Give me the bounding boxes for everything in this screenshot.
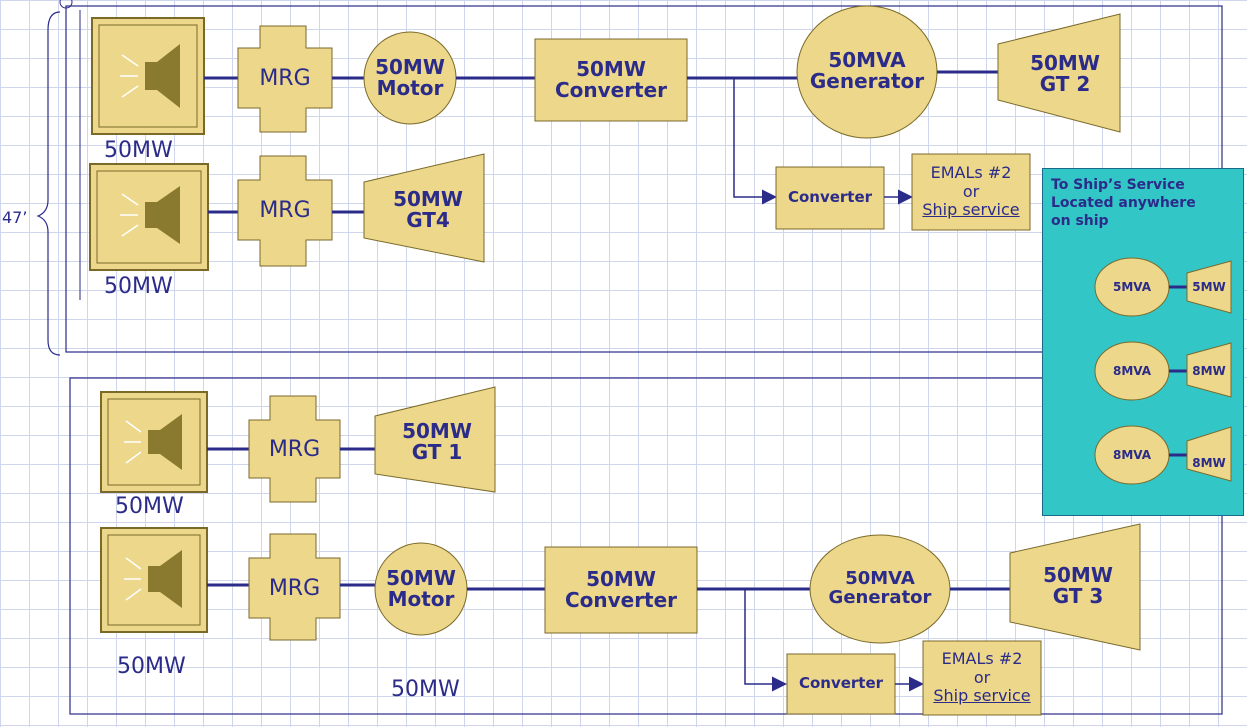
branch-arrow xyxy=(744,589,787,692)
small-converter-label: Converter xyxy=(798,674,884,693)
emals-box xyxy=(922,640,1042,716)
service-generator-label: 5MVA xyxy=(1112,279,1152,294)
emals-line-3: Ship service xyxy=(922,200,1020,220)
service-set-3 xyxy=(1094,425,1232,485)
ship-service-title-line-1: To Ship’s Service xyxy=(1051,177,1185,193)
mrg-gearbox xyxy=(248,395,341,503)
dimension-label: 47’ xyxy=(2,208,28,227)
service-generator-label: 8MVA xyxy=(1112,363,1152,378)
gas-turbine xyxy=(1009,523,1141,651)
emals-label: EMALs #2 or Ship service xyxy=(923,641,1041,715)
generator-label: 50MVA Generator xyxy=(810,562,950,616)
gas-turbine xyxy=(374,386,496,493)
generator-name: Generator xyxy=(809,69,925,93)
service-turbine-label: 5MW xyxy=(1192,279,1226,294)
generator-rating: 50MVA xyxy=(845,568,915,590)
ship-service-title-line-3: on ship xyxy=(1051,213,1109,230)
bottom-compartment xyxy=(69,377,1223,715)
service-turbine-label: 8MW xyxy=(1192,363,1226,378)
emals-line-1: EMALs #2 xyxy=(941,649,1023,669)
motor-label: 50MW Motor xyxy=(364,50,456,106)
gt-rating: 50MW xyxy=(1043,563,1113,587)
corner-marker xyxy=(59,0,73,9)
generator-name: Generator xyxy=(828,587,932,608)
ship-service-panel: To Ship’s Service Located anywhere on sh… xyxy=(1042,168,1244,516)
mrg-gearbox xyxy=(237,155,333,267)
gt-rating: 50MW xyxy=(393,187,463,211)
motor-name: Motor xyxy=(387,587,455,611)
mrg-label: MRG xyxy=(268,575,321,601)
converter-label: 50MW Converter xyxy=(535,39,687,121)
gt-name: GT 3 xyxy=(1052,584,1104,608)
speaker-power-label: 50MW xyxy=(117,654,186,679)
speaker-icon xyxy=(89,163,209,271)
emals-label: EMALs #2 or Ship service xyxy=(912,154,1030,230)
gt-rating: 50MW xyxy=(402,419,472,443)
generator-label: 50MVA Generator xyxy=(797,38,937,104)
gas-turbine-label: 50MW GT 3 xyxy=(1022,558,1134,614)
speaker-icon xyxy=(100,391,208,493)
converter-name: Converter xyxy=(564,588,678,612)
gas-turbine-label: 50MW GT 1 xyxy=(385,412,489,472)
ship-service-title-line-2: Located anywhere xyxy=(1051,195,1196,212)
motor-rating: 50MW xyxy=(375,55,445,79)
converter-name: Converter xyxy=(554,78,668,102)
emals-line-1: EMALs #2 xyxy=(930,163,1012,183)
gt-name: GT 1 xyxy=(411,440,463,464)
mrg-gearbox xyxy=(237,25,333,133)
motor-label: 50MW Motor xyxy=(375,561,467,617)
mrg-gearbox xyxy=(248,533,341,641)
motor-power-label: 50MW xyxy=(391,677,460,702)
speaker-icon xyxy=(91,17,205,135)
service-generator-label: 8MVA xyxy=(1112,447,1152,462)
small-converter-box xyxy=(786,653,896,715)
service-set-2 xyxy=(1094,341,1232,401)
motor-rating: 50MW xyxy=(386,566,456,590)
ship-service-title: To Ship’s Service Located anywhere on sh… xyxy=(1051,176,1196,231)
mrg-label: MRG xyxy=(259,65,311,91)
converter-rating: 50MW xyxy=(586,567,656,591)
converter-label: 50MW Converter xyxy=(545,547,697,633)
speaker-icon xyxy=(100,527,208,633)
branch-arrow xyxy=(733,78,777,205)
small-converter-box xyxy=(775,166,885,230)
gt-name: GT 2 xyxy=(1039,72,1091,96)
small-converter-label: Converter xyxy=(787,188,873,207)
mrg-label: MRG xyxy=(268,436,321,462)
speaker-power-label: 50MW xyxy=(115,494,184,519)
generator-rating: 50MVA xyxy=(828,48,906,72)
emals-line-2: or xyxy=(962,181,980,201)
gas-turbine-label: 50MW GT 2 xyxy=(1010,46,1120,102)
gas-turbine-label: 50MW GT4 xyxy=(378,180,478,240)
emals-line-3: Ship service xyxy=(933,686,1031,706)
ship-service-sets xyxy=(1094,257,1232,485)
gas-turbine xyxy=(363,153,485,263)
emals-box xyxy=(911,153,1031,231)
converter-rating: 50MW xyxy=(576,57,646,81)
speaker-power-label: 50MW xyxy=(104,138,173,163)
emals-line-2: or xyxy=(973,667,991,687)
converter-box xyxy=(534,38,688,122)
motor-name: Motor xyxy=(376,76,444,100)
gt-rating: 50MW xyxy=(1030,51,1100,75)
gt-name: GT4 xyxy=(406,208,450,232)
service-set-1 xyxy=(1094,257,1232,317)
gas-turbine xyxy=(997,13,1121,133)
speaker-power-label: 50MW xyxy=(104,274,173,299)
mrg-label: MRG xyxy=(259,197,311,223)
converter-box xyxy=(544,546,698,634)
service-turbine-label: 8MW xyxy=(1192,455,1226,470)
dimension-brace xyxy=(36,11,61,356)
